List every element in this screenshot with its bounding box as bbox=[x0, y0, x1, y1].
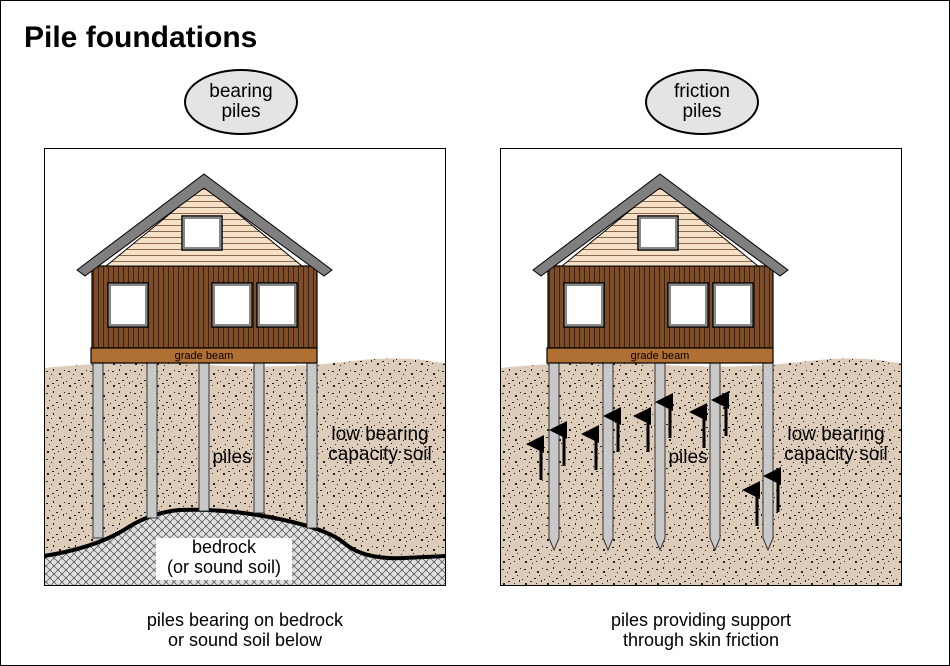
caption-line: or sound soil below bbox=[167, 630, 323, 650]
bearing-piles-badge: bearing piles bbox=[184, 69, 298, 135]
window bbox=[211, 282, 253, 328]
soil-label-line: low bearing bbox=[331, 424, 428, 445]
pile bbox=[306, 362, 318, 529]
caption-line: piles providing support bbox=[610, 610, 792, 630]
pile bbox=[198, 362, 210, 512]
bedrock-label-line: bedrock bbox=[192, 537, 257, 557]
badge-line: piles bbox=[221, 101, 261, 122]
window bbox=[107, 282, 149, 328]
bearing-piles-panel: grade beam piles low bearing capacity so… bbox=[44, 148, 446, 586]
friction-piles-badge: friction piles bbox=[645, 69, 759, 135]
grade-beam-label: grade beam bbox=[175, 350, 234, 362]
roof bbox=[532, 173, 789, 277]
friction-arrows bbox=[526, 391, 781, 526]
window bbox=[563, 282, 605, 328]
friction-piles-caption: piles providing support through skin fri… bbox=[501, 610, 901, 650]
pile-group bbox=[92, 362, 318, 539]
caption-line: piles bearing on bedrock bbox=[146, 610, 344, 630]
bedrock-label-line: (or sound soil) bbox=[167, 557, 281, 577]
bedrock-label-bg bbox=[156, 538, 292, 580]
piles-label: piles bbox=[212, 447, 251, 468]
pile bbox=[709, 362, 721, 552]
caption-line: through skin friction bbox=[622, 630, 780, 650]
window bbox=[181, 215, 223, 251]
grade-beam bbox=[90, 347, 318, 364]
grade-beam bbox=[546, 347, 774, 364]
grade-beam-label: grade beam bbox=[631, 350, 690, 362]
soil-layer bbox=[500, 358, 902, 586]
pile bbox=[654, 362, 666, 552]
house: grade beam bbox=[532, 173, 789, 364]
house: grade beam bbox=[76, 173, 333, 364]
bearing-piles-caption: piles bearing on bedrock or sound soil b… bbox=[45, 610, 445, 650]
piles-label: piles bbox=[668, 447, 707, 468]
badge-line: bearing bbox=[209, 81, 273, 102]
pile bbox=[146, 362, 158, 519]
pile bbox=[762, 362, 774, 552]
bedrock-outline bbox=[44, 507, 446, 561]
soil-label-line: low bearing bbox=[787, 424, 884, 445]
soil-label-line: capacity soil bbox=[784, 444, 888, 465]
pile bbox=[602, 362, 614, 552]
window bbox=[637, 215, 679, 251]
badge-line: piles bbox=[682, 101, 722, 122]
soil-label-line: capacity soil bbox=[328, 444, 432, 465]
friction-piles-panel: grade beam piles low bearing capacity so… bbox=[500, 148, 902, 586]
window bbox=[667, 282, 709, 328]
pile bbox=[548, 362, 560, 552]
page-title: Pile foundations bbox=[24, 21, 258, 54]
pile bbox=[92, 362, 104, 539]
window bbox=[256, 282, 298, 328]
roof bbox=[76, 173, 333, 277]
window bbox=[712, 282, 754, 328]
badge-line: friction bbox=[674, 81, 730, 102]
pile bbox=[253, 362, 265, 514]
